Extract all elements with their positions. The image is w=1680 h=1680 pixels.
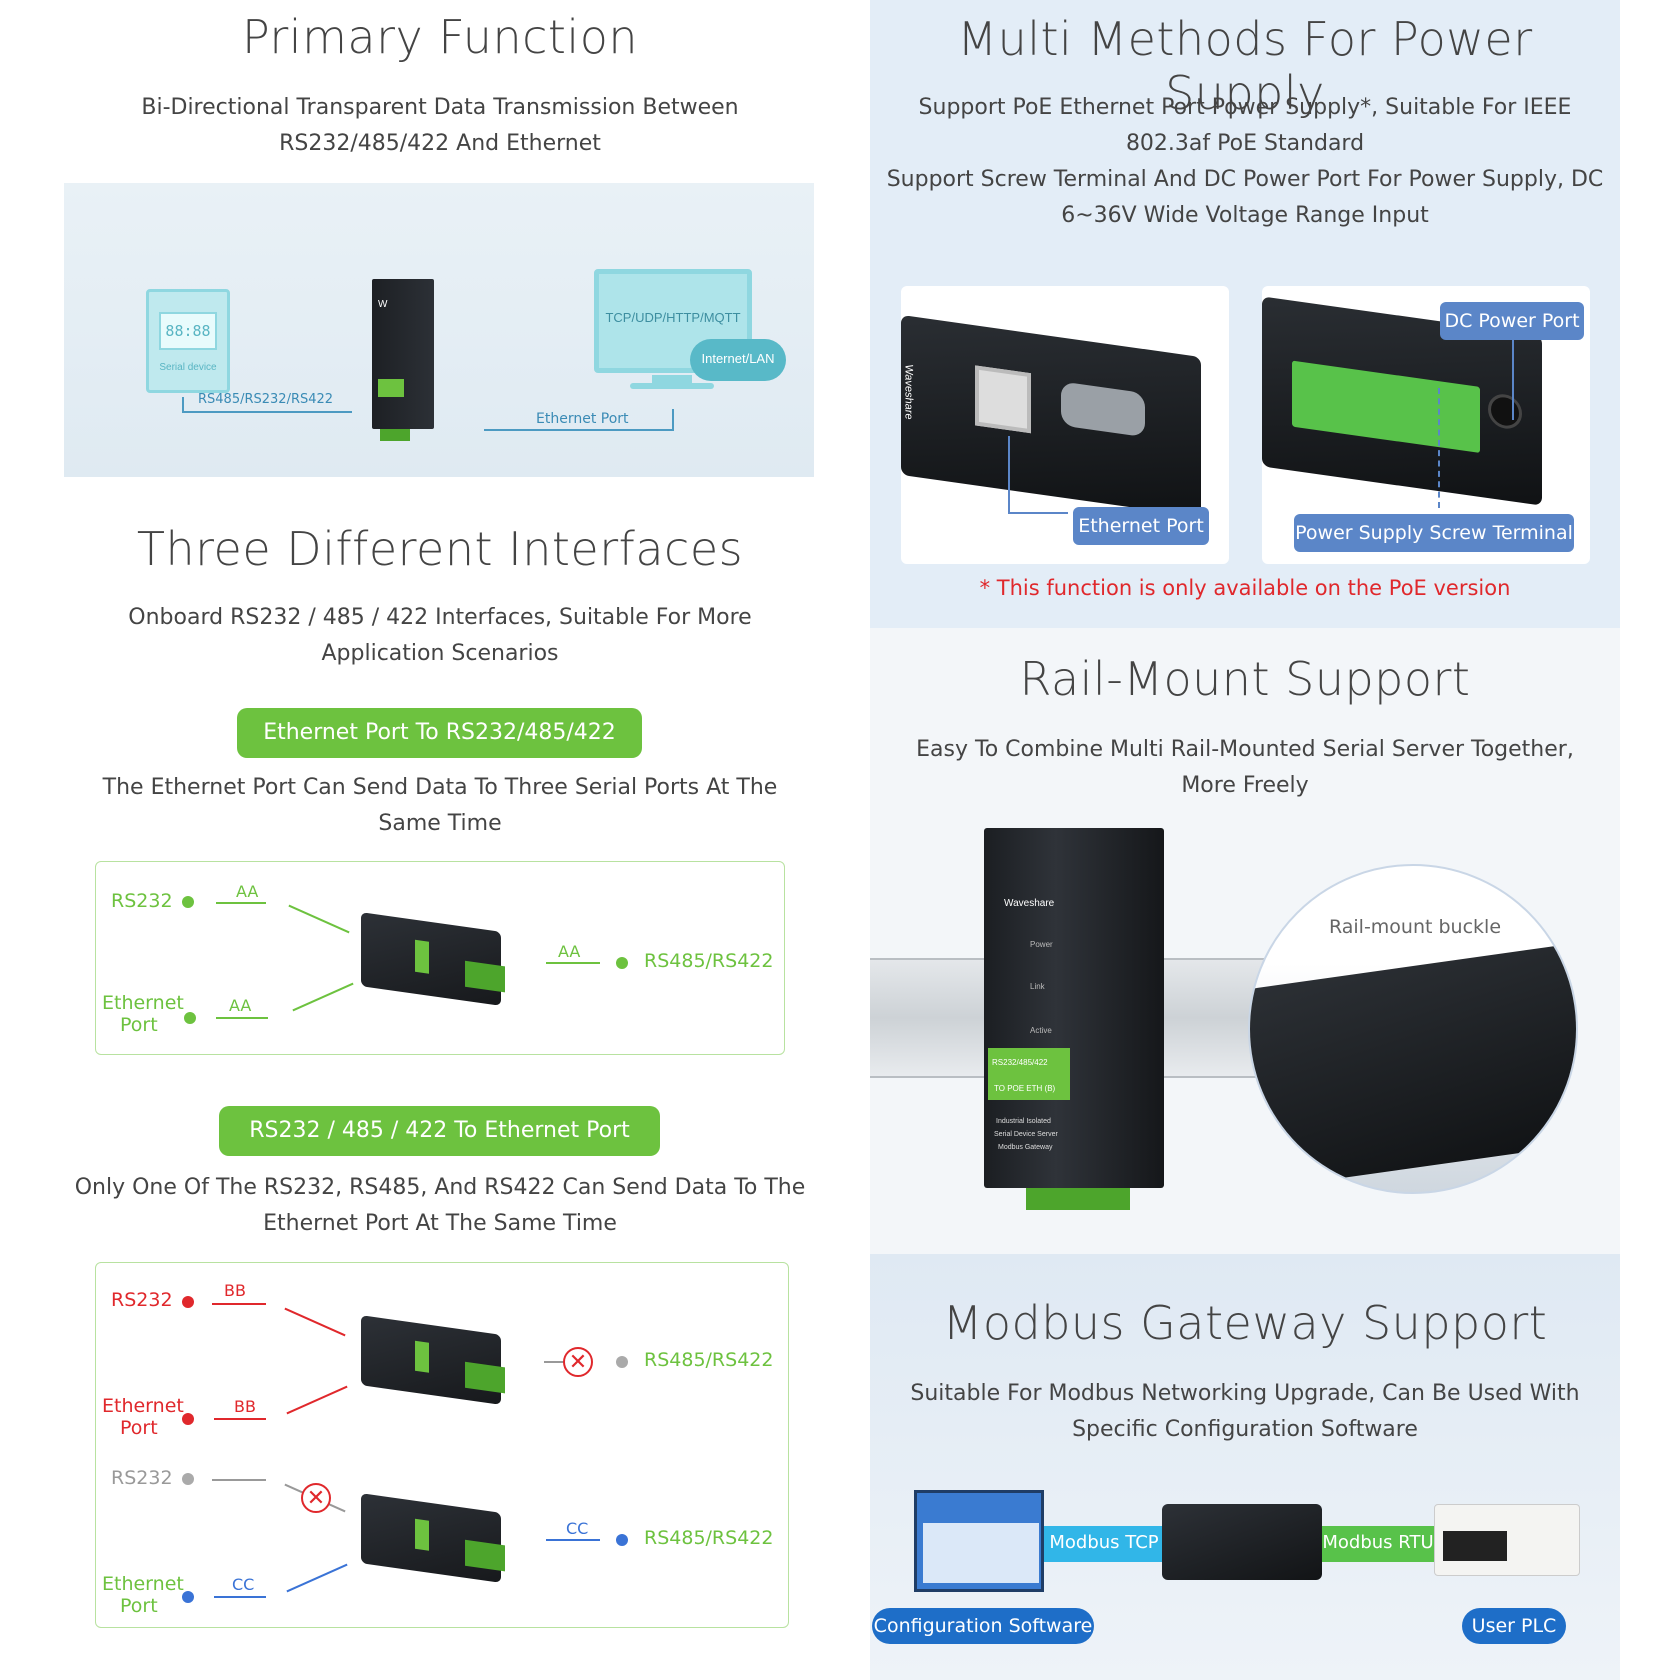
- poe-note: * This function is only available on the…: [979, 576, 1511, 600]
- serial-device: 88:88 Serial device: [146, 289, 230, 393]
- right-link-label: Ethernet Port: [536, 411, 629, 427]
- cloud: Internet/LAN: [690, 339, 786, 381]
- primary-title: Primary Function: [241, 10, 639, 64]
- mode2-bot-right: RS485/RS422: [644, 1527, 774, 1549]
- mode2-top-right: RS485/RS422: [644, 1349, 774, 1371]
- mode2-top-dot2: [182, 1413, 194, 1425]
- rail-led1: Power: [1030, 940, 1053, 949]
- serial-device-label: Serial device: [159, 362, 217, 373]
- mode1-arrow2: AA: [229, 996, 252, 1015]
- mode1-arrow3: AA: [558, 942, 581, 961]
- brand-label: Waveshare: [902, 363, 915, 421]
- mode2-desc: Only One Of The RS232, RS485, And RS422 …: [74, 1175, 806, 1236]
- mode2-pill: RS232 / 485 / 422 To Ethernet Port: [219, 1106, 660, 1156]
- mode2-bot-arrow1: CC: [232, 1575, 255, 1594]
- left-link-arrow: [182, 411, 352, 413]
- mode2-bot-left1: RS232: [111, 1467, 173, 1489]
- software-screenshot: [914, 1490, 1044, 1592]
- left-link-label: RS485/RS232/RS422: [198, 392, 334, 407]
- mode1-left1: RS232: [111, 890, 173, 912]
- rail-green1: RS232/485/422: [992, 1058, 1048, 1067]
- mode2-top-dot1: [182, 1296, 194, 1308]
- rail-small2: Serial Device Server: [994, 1131, 1058, 1138]
- mode1-dot3: [616, 957, 628, 969]
- ethernet-jack: [975, 365, 1031, 434]
- dc-jack: [1488, 392, 1522, 431]
- power-desc2: Support Screw Terminal And DC Power Port…: [886, 167, 1604, 228]
- cloud-text: Internet/LAN: [701, 351, 775, 366]
- rail-led3: Active: [1030, 1026, 1052, 1035]
- center-device: W: [372, 279, 434, 441]
- modbus-tcp: Modbus TCP: [1049, 1532, 1159, 1553]
- mode1-diagram: RS232 AA Ethernet Port AA AA RS485/RS422: [95, 861, 785, 1055]
- screw-terminal: [1292, 360, 1480, 453]
- power-photo: DC Power Port Power Supply Screw Termina…: [1262, 286, 1590, 564]
- mode1-arrow1: AA: [236, 882, 259, 901]
- modbus-desc: Suitable For Modbus Networking Upgrade, …: [910, 1381, 1580, 1442]
- mode2-top-arrow2: BB: [234, 1397, 256, 1416]
- rail-device: Waveshare Power Link Active RS232/485/42…: [984, 828, 1164, 1188]
- plc-device: [1434, 1504, 1580, 1576]
- power-title: Multi Methods For Power Supply: [957, 12, 1533, 120]
- mode2-top-left2b: Port: [120, 1417, 158, 1439]
- mode1-pill: Ethernet Port To RS232/485/422: [237, 708, 642, 758]
- dc-tag: DC Power Port: [1440, 302, 1584, 340]
- modbus-title: Modbus Gateway Support: [942, 1296, 1548, 1350]
- mode2-bot-dot3: [616, 1534, 628, 1546]
- plc-tag: User PLC: [1462, 1608, 1566, 1644]
- mode2-bot-device: [361, 1493, 505, 1583]
- rail-brand: Waveshare: [1004, 898, 1055, 909]
- buckle-label: Rail-mount buckle: [1328, 916, 1502, 938]
- mode1-device: [361, 912, 505, 1006]
- software-tag: Configuration Software: [872, 1608, 1094, 1644]
- mode1-left2a: Ethernet: [102, 992, 184, 1014]
- rail-small3: Modbus Gateway: [998, 1144, 1053, 1151]
- zoom-circle: Rail-mount buckle: [1248, 864, 1578, 1194]
- mode1-dot1: [182, 896, 194, 908]
- mode2-bot-dot2: [182, 1591, 194, 1603]
- modbus-section: Modbus Gateway Support Suitable For Modb…: [870, 1254, 1620, 1680]
- rail-title: Rail-Mount Support: [1019, 652, 1471, 706]
- right-link-arrow: [484, 429, 674, 431]
- screw-tag: Power Supply Screw Terminal: [1294, 514, 1574, 552]
- primary-illustration: 88:88 Serial device RS485/RS232/RS422 W …: [64, 183, 814, 477]
- mode1-left2b: Port: [120, 1014, 158, 1036]
- mode1-right: RS485/RS422: [644, 950, 774, 972]
- interfaces-desc: Onboard RS232 / 485 / 422 Interfaces, Su…: [128, 605, 752, 666]
- rail-section: Rail-Mount Support Easy To Combine Multi…: [870, 628, 1620, 1254]
- rail-small1: Industrial Isolated: [996, 1118, 1051, 1125]
- mode2-bot-arrow2: CC: [566, 1519, 589, 1538]
- db9-connector: [1061, 381, 1145, 438]
- rail-led2: Link: [1030, 982, 1045, 991]
- mode2-top-left2a: Ethernet: [102, 1395, 184, 1417]
- power-section: Multi Methods For Power Supply Support P…: [870, 0, 1620, 628]
- mode2-top-left1: RS232: [111, 1289, 173, 1311]
- primary-desc: Bi-Directional Transparent Data Transmis…: [141, 95, 739, 156]
- mode2-top-arrow1: BB: [224, 1281, 246, 1300]
- mode2-bot-left2a: Ethernet: [102, 1573, 184, 1595]
- mode2-bot-dot1: [182, 1473, 194, 1485]
- modbus-rtu: Modbus RTU: [1322, 1532, 1434, 1553]
- buckle-detail: [1250, 941, 1576, 1191]
- blocked-icon: ✕: [563, 1347, 593, 1377]
- interfaces-title: Three Different Interfaces: [136, 522, 744, 576]
- mode1-desc: The Ethernet Port Can Send Data To Three…: [102, 775, 778, 836]
- gateway-device: [1162, 1504, 1322, 1580]
- power-desc1: Support PoE Ethernet Port Power Supply*,…: [918, 95, 1572, 156]
- rail-green2: TO POE ETH (B): [994, 1084, 1056, 1093]
- mode2-diagram: RS232 BB Ethernet Port BB ✕ RS485/RS422 …: [95, 1262, 789, 1628]
- ethernet-photo: Waveshare Ethernet Port: [901, 286, 1229, 564]
- blocked-icon: ✕: [301, 1483, 331, 1513]
- rail-desc: Easy To Combine Multi Rail-Mounted Seria…: [916, 737, 1574, 798]
- mode2-bot-left2b: Port: [120, 1595, 158, 1617]
- monitor-text: TCP/UDP/HTTP/MQTT: [605, 310, 741, 325]
- mode2-top-device: [361, 1315, 505, 1405]
- mode2-top-dot3: [616, 1356, 628, 1368]
- mode1-dot2: [184, 1012, 196, 1024]
- ethernet-tag: Ethernet Port: [1073, 507, 1209, 545]
- serial-device-screen: 88:88: [159, 312, 217, 350]
